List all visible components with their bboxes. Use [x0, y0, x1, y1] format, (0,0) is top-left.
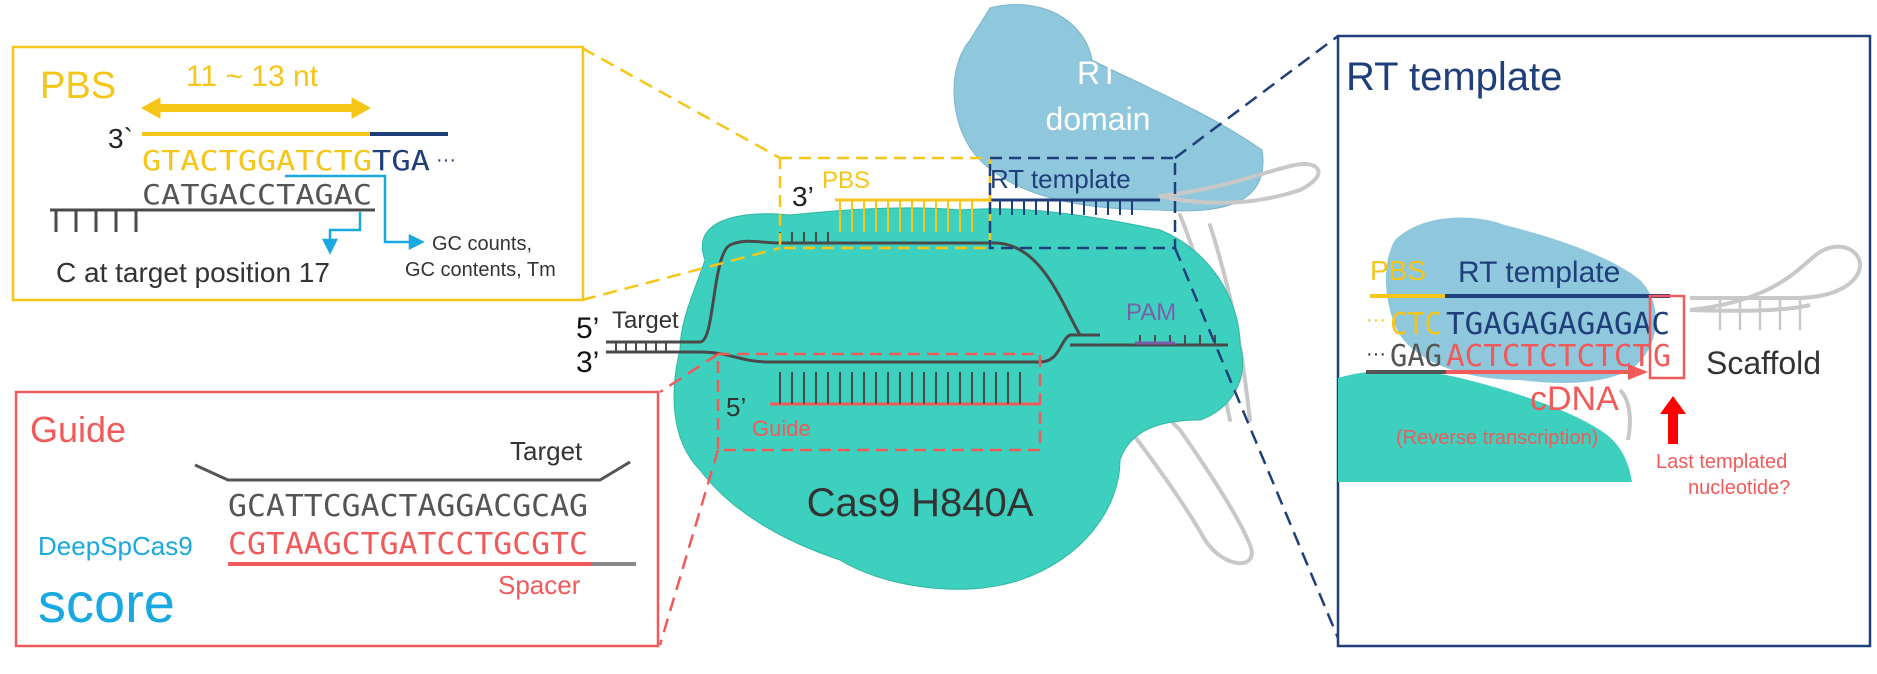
- pbs-length-arrow: [140, 97, 372, 119]
- last-nt-box: [1648, 294, 1686, 380]
- guide-panel-title: Guide: [30, 409, 126, 450]
- rt-last-nt: G: [1653, 339, 1671, 374]
- center-rt-template-label: RT template: [990, 164, 1131, 194]
- rt-bottom-black: GAG: [1390, 339, 1442, 374]
- guide-connector-bottom: [658, 449, 720, 646]
- rt-panel-rt-label: RT template: [1458, 256, 1620, 289]
- cdna-label: cDNA: [1530, 380, 1619, 418]
- guide-target-label: Target: [510, 436, 583, 466]
- cas9-body-shape: [673, 207, 1244, 590]
- cdna-arrow: [1446, 364, 1648, 380]
- rt-domain-label-1: RT: [1077, 55, 1119, 91]
- rt-sequence-start: TGA: [372, 144, 430, 177]
- center-target-label: Target: [612, 307, 679, 334]
- pbs-ellipsis: ···: [436, 149, 456, 171]
- rt-connector-bottom: [1173, 247, 1340, 639]
- pbs-sequence: GTACTGGATCTG: [142, 144, 372, 177]
- score-label: score: [38, 571, 175, 634]
- rt-ladder: [999, 200, 1133, 215]
- rt-panel-domain-shape: [1385, 217, 1657, 383]
- center-five-prime-target: 5’: [576, 312, 599, 345]
- rt-connector-top: [1174, 34, 1339, 160]
- pbs-note-position: C at target position 17: [56, 257, 330, 288]
- center-five-prime-guide: 5’: [726, 392, 746, 422]
- rt-panel-title: RT template: [1346, 55, 1562, 99]
- pbs-three-prime: 3`: [108, 123, 133, 154]
- rt-top-prefix: ···: [1366, 309, 1386, 331]
- last-templated-2: nucleotide?: [1688, 477, 1790, 499]
- pbs-connector-bottom: [581, 246, 781, 302]
- guide-target-backbone: [194, 460, 631, 482]
- guide-panel: Guide Target GCATTCGACTAGGACGCAG CGTAAGC…: [14, 390, 660, 648]
- center-three-prime-pbs: 3’: [792, 181, 814, 212]
- center-three-prime-target: 3’: [576, 346, 599, 379]
- pbs-note-gc-1: GC counts,: [432, 233, 532, 255]
- pbs-note-gc-2: GC contents, Tm: [405, 259, 556, 281]
- deepspcas9-label: DeepSpCas9: [38, 531, 193, 561]
- rt-panel-scaffold: [1618, 244, 1863, 441]
- target-ladder: [615, 342, 667, 352]
- rt-note: (Reverse transcription): [1396, 427, 1598, 449]
- center-pbs-label: PBS: [822, 167, 870, 194]
- guide-target-sequence: GCATTCGACTAGGACGCAG: [228, 489, 588, 524]
- pbs-panel-border: [11, 45, 585, 302]
- rt-panel: RT template PBS RT template ··· CTC TGAG…: [1336, 34, 1872, 648]
- rt-panel-cas9-shape: [1338, 370, 1632, 482]
- guide-panel-border: [14, 390, 660, 648]
- last-nt-arrow: [1660, 396, 1686, 444]
- pbs-panel: PBS 11 ~ 13 nt 3` GTACTGGATCTG TGA ··· C…: [11, 45, 585, 302]
- guide-ladder: [779, 372, 1021, 404]
- pbs-ladder-yellow: [839, 200, 973, 232]
- pbs-length-label: 11 ~ 13 nt: [186, 60, 319, 93]
- guide-connector-top: [659, 352, 719, 394]
- dna-strands: [606, 239, 1228, 364]
- rt-bottom-red: ACTCTCTCTCT: [1446, 339, 1651, 374]
- guide-spacer-sequence: CGTAAGCTGATCCTGCGTC: [228, 527, 588, 562]
- pbs-connector-top: [581, 46, 781, 160]
- scaffold-label: Scaffold: [1706, 345, 1821, 381]
- rt-panel-pbs-label: PBS: [1370, 255, 1426, 286]
- rt-zoom-box: [988, 156, 1177, 250]
- rt-top-rt: TGAGAGAGAGAC: [1446, 307, 1670, 342]
- rt-bottom-prefix: ···: [1366, 343, 1386, 365]
- last-templated-1: Last templated: [1656, 451, 1787, 473]
- gc-callout-lines: [285, 174, 425, 255]
- target-sequence: CATGACCTAGAC: [142, 178, 372, 211]
- central-complex: RT domain PBS RT template 3’ PAM Target …: [576, 4, 1340, 646]
- center-guide-label: Guide: [752, 416, 811, 441]
- cas9-label: Cas9 H840A: [807, 481, 1034, 525]
- rt-panel-scaffold-rungs: [1718, 298, 1802, 330]
- center-pam-label: PAM: [1126, 299, 1176, 326]
- target-backbone: [50, 208, 375, 232]
- pbs-panel-title: PBS: [40, 65, 116, 107]
- rt-top-pbs: CTC: [1390, 307, 1442, 342]
- rt-domain-label-2: domain: [1046, 101, 1151, 137]
- guide-zoom-box: [716, 352, 1042, 452]
- guide-spacer-label: Spacer: [498, 570, 581, 600]
